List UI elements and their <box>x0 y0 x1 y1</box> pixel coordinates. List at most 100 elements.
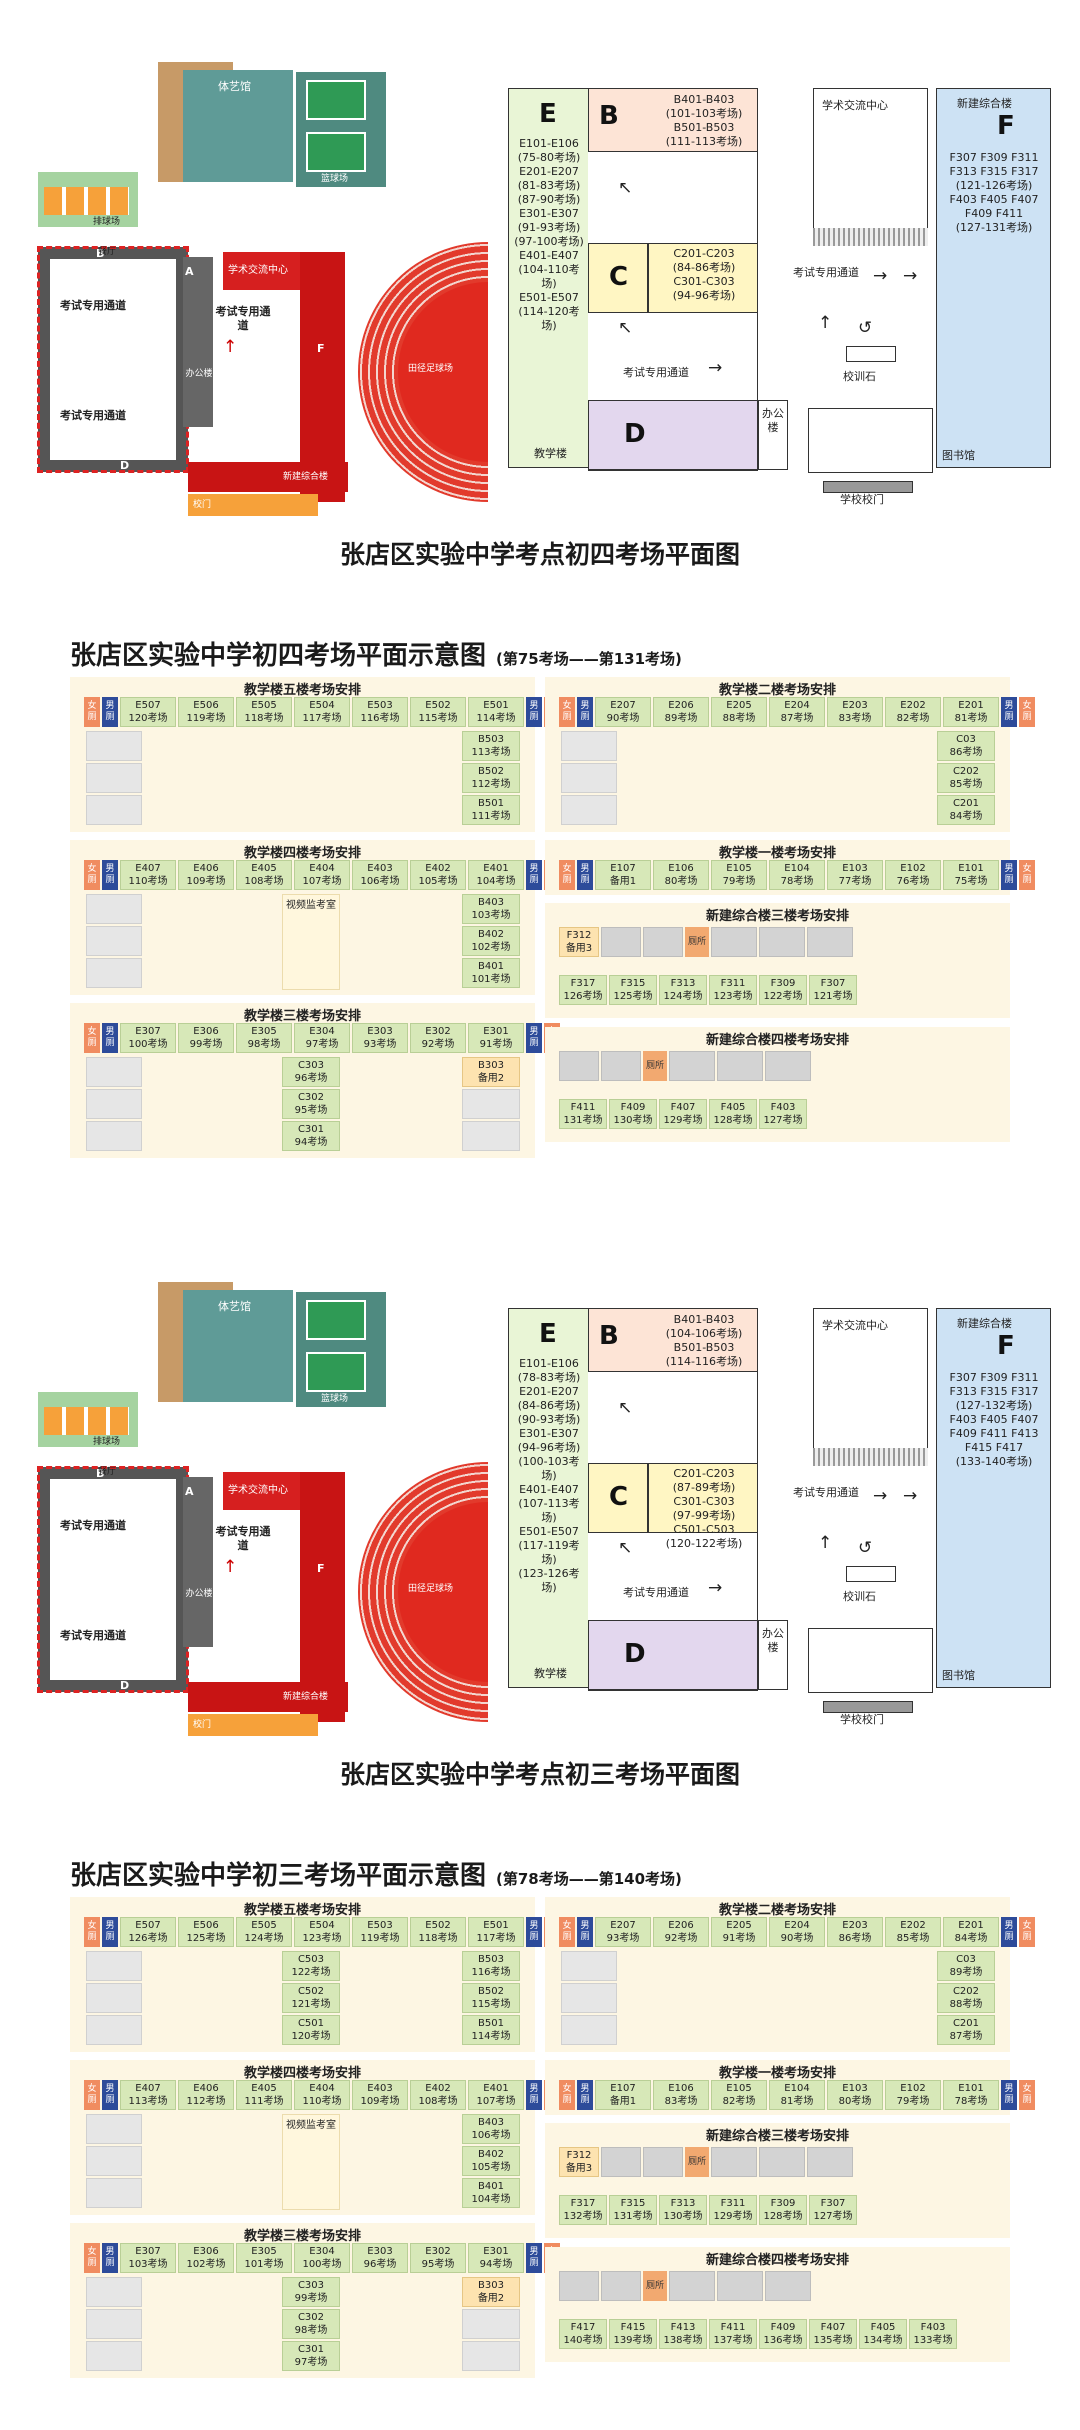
facility-tag: 男厕 <box>526 2080 542 2110</box>
room-number: 120考场 <box>291 2031 331 2042</box>
room-number: 135考场 <box>813 2335 853 2346</box>
room-code: E101 <box>958 2083 984 2094</box>
facility-tag: 男厕 <box>577 860 593 890</box>
room-range-line: B501-B503 <box>673 121 735 134</box>
facility-tag: 女厕 <box>84 1917 100 1947</box>
room-number: 109考场 <box>360 2096 400 2107</box>
floor-title: 教学楼四楼考场安排 <box>243 846 361 861</box>
map-label: 考试专用通道 <box>60 299 126 312</box>
facility-tag: 男厕 <box>102 860 118 890</box>
map-label: 考试专用通道 <box>793 266 859 279</box>
room-range-line: (114-116考场) <box>665 1355 743 1368</box>
room-number: 106考场 <box>471 2130 511 2141</box>
monitor-room: 视频监考室 <box>282 2114 340 2210</box>
room-range-line: F403 F405 F407 <box>949 193 1039 206</box>
facility-tag: 男厕 <box>102 2080 118 2110</box>
room-number: 107考场 <box>302 876 342 887</box>
room-range-line: B401-B403 <box>673 93 735 106</box>
room-code: E404 <box>309 863 335 874</box>
room-code: E401 <box>483 2083 509 2094</box>
map-label: B <box>599 101 619 131</box>
room-number: 104考场 <box>471 2194 511 2205</box>
room-number: 117考场 <box>302 713 342 724</box>
map-label: 新建综合楼 <box>957 1317 1012 1330</box>
map-label: 考试专用通道 <box>623 366 689 379</box>
room-code: C03 <box>956 1954 976 1965</box>
map-label: 学术交流中心 <box>228 265 288 276</box>
room-number: 117考场 <box>476 1933 516 1944</box>
map-label: C <box>609 1482 629 1512</box>
map-label: 教学楼 <box>534 447 567 460</box>
map-label: 考试专用通道 <box>623 1586 689 1599</box>
map-label: 田径足球场 <box>408 1584 454 1594</box>
room-range-line: C201-C203 <box>673 247 735 260</box>
room-range-line: B501-B503 <box>673 1341 735 1354</box>
room-range-line: F415 F417 <box>964 1441 1024 1454</box>
map-label: 考试专用通道 <box>60 1629 126 1642</box>
facility-tag: 男厕 <box>1001 1917 1017 1947</box>
room-number: 100考场 <box>128 1039 168 1050</box>
map-label: A <box>185 265 194 278</box>
room-code: F307 <box>820 2198 846 2209</box>
map-label: F <box>317 342 325 355</box>
room-code: B502 <box>478 766 504 777</box>
facility-tag: 男厕 <box>526 2243 542 2273</box>
room-number: 98考场 <box>247 1039 281 1050</box>
room-code: F315 <box>620 2198 646 2209</box>
room-range-line: (87-90考场) <box>517 193 581 206</box>
room-code: F417 <box>570 2322 596 2333</box>
facility-tag: 厕所 <box>643 1051 667 1081</box>
room-code: B501 <box>478 798 504 809</box>
room-range-line: E101-E106 <box>519 137 579 150</box>
room-code: C301 <box>297 2344 325 2355</box>
room-number: 98考场 <box>294 2325 328 2336</box>
room-code: C303 <box>297 1060 325 1071</box>
map-label: D <box>624 419 646 449</box>
map-label: 学术交流中心 <box>822 1319 888 1332</box>
room-number: 124考场 <box>663 991 703 1002</box>
facility-tag: 女厕 <box>84 2080 100 2110</box>
facility-tag: 女厕 <box>1019 860 1035 890</box>
floor-title: 新建综合楼四楼考场安排 <box>705 1033 849 1048</box>
room-number: 132考场 <box>563 2211 603 2222</box>
room-range-line: (90-93考场) <box>517 1413 581 1426</box>
room-range-line: F307 F309 F311 <box>949 1371 1039 1384</box>
room-number: 128考场 <box>713 1115 753 1126</box>
room-code: E307 <box>135 2246 161 2257</box>
gym: 体艺馆 <box>183 70 293 182</box>
room-code: B401 <box>478 2181 504 2192</box>
room-code: F407 <box>820 2322 846 2333</box>
room-code: E106 <box>668 2083 694 2094</box>
room-code: E501 <box>483 1920 509 1931</box>
room-number: 92考场 <box>421 1039 455 1050</box>
room-code: F309 <box>770 978 796 989</box>
room-code: E105 <box>726 2083 752 2094</box>
room-number: 130考场 <box>663 2211 703 2222</box>
